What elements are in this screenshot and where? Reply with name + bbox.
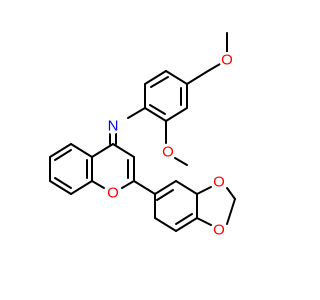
molecule-svg: N O O O O O — [0, 0, 300, 300]
oxygen-label: O — [213, 222, 225, 239]
bond — [127, 107, 146, 119]
atom-label-background — [160, 144, 176, 160]
bond — [175, 217, 198, 232]
bond — [144, 107, 167, 122]
bond — [144, 70, 167, 85]
atom-o-dioxole-lower: O — [211, 222, 227, 239]
bond — [133, 180, 156, 195]
atom-label-background — [105, 118, 121, 134]
atom-labels: N O O O O O — [105, 52, 235, 239]
bond — [70, 180, 93, 195]
bond — [49, 143, 72, 158]
atom-n-imine: N — [105, 118, 121, 135]
bond — [54, 149, 72, 161]
oxygen-label: O — [107, 185, 119, 202]
bond — [196, 186, 212, 195]
bond — [165, 107, 188, 122]
bond-lines — [49, 32, 236, 232]
bond — [112, 143, 135, 158]
bond — [226, 198, 236, 225]
atom-o-dioxole-upper: O — [211, 174, 227, 191]
atom-label-background — [211, 174, 227, 190]
atom-label-background — [105, 185, 121, 201]
bond — [91, 143, 114, 158]
bond — [54, 177, 72, 189]
bond — [121, 180, 135, 189]
oxygen-label: O — [221, 52, 233, 69]
background — [0, 0, 300, 300]
molecule-structure-diagram: N O O O O O — [0, 0, 300, 300]
bond — [49, 180, 72, 195]
bond — [70, 143, 93, 158]
bond — [149, 104, 166, 115]
atom-label-background — [219, 52, 235, 68]
bond — [226, 187, 236, 200]
atom-o-chromene: O — [105, 185, 121, 202]
atom-label-background — [211, 222, 227, 238]
bond — [175, 180, 198, 195]
bond — [186, 70, 209, 85]
atom-o-methoxy-para: O — [219, 52, 235, 69]
oxygen-label: O — [213, 174, 225, 191]
bond — [207, 63, 221, 72]
bond — [150, 76, 169, 88]
bond — [165, 70, 188, 85]
bond — [174, 157, 188, 166]
bond — [156, 189, 174, 201]
oxygen-label: O — [162, 144, 174, 161]
bond — [196, 217, 212, 226]
bond — [154, 217, 177, 232]
bond — [175, 213, 193, 225]
nitrogen-label: N — [108, 118, 119, 135]
atom-o-methoxy-ortho: O — [160, 144, 176, 161]
bond — [91, 180, 105, 189]
bond — [154, 180, 177, 195]
